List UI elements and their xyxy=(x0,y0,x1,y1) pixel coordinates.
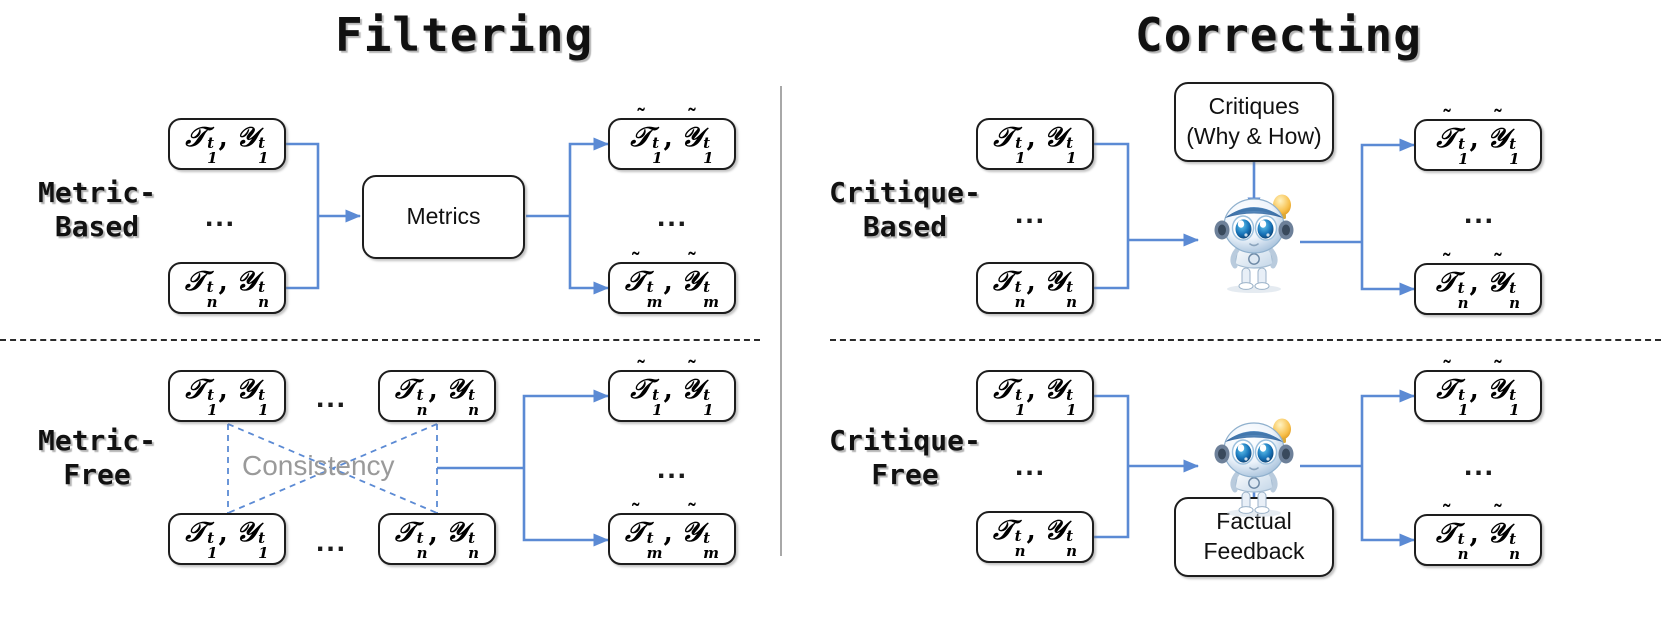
divider-vertical xyxy=(780,86,782,556)
row-label-metric-free: Metric- Free xyxy=(37,424,156,492)
ellipsis-q4-output: ... xyxy=(1464,449,1496,482)
consistency-label: Consistency xyxy=(242,450,395,481)
ellipsis-q3-input-top: ... xyxy=(316,381,348,414)
panel-title-correcting: Correcting xyxy=(1135,8,1422,62)
panel-title-filtering: Filtering xyxy=(335,8,594,62)
critiques-label-line1: Critiques xyxy=(1208,93,1300,120)
ellipsis-q2-output: ... xyxy=(1464,197,1496,230)
ellipsis-q3-input-bottom: ... xyxy=(316,525,348,558)
row-label-metric-based: Metric- Based xyxy=(37,176,156,244)
ellipsis-q1-input: ... xyxy=(205,200,237,233)
process-box-critiques[interactable]: Critiques (Why & How) xyxy=(1174,82,1334,162)
ellipsis-q4-input: ... xyxy=(1015,449,1047,482)
ellipsis-q3-output: ... xyxy=(657,452,689,485)
ellipsis-q1-output: ... xyxy=(657,200,689,233)
robot-assistant-icon xyxy=(1214,418,1294,517)
process-box-metrics[interactable]: Metrics xyxy=(362,175,525,259)
factual-label-line2: Feedback xyxy=(1203,538,1305,564)
row-label-critique-free: Critique- Free xyxy=(829,424,981,492)
row-label-critique-based: Critique- Based xyxy=(829,176,981,244)
robot-assistant-icon xyxy=(1214,194,1294,293)
ellipsis-q2-input: ... xyxy=(1015,197,1047,230)
process-box-metrics-label: Metrics xyxy=(406,203,481,230)
divider-horizontal-right xyxy=(830,339,1661,341)
critiques-label-line2: (Why & How) xyxy=(1186,123,1322,149)
divider-horizontal-left xyxy=(0,339,760,341)
